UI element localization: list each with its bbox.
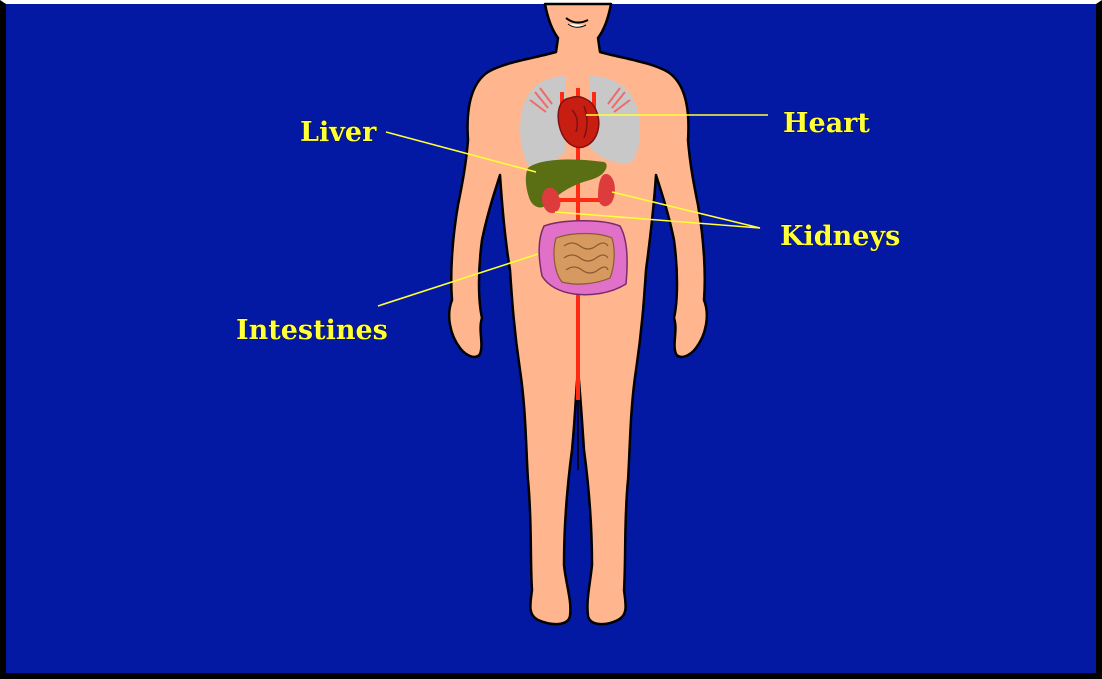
intestines-label: Intestines [236, 315, 388, 346]
intestines-organ [539, 221, 627, 295]
kidneys-label: Kidneys [780, 221, 900, 252]
liver-label: Liver [300, 117, 377, 148]
heart-label: Heart [783, 108, 870, 139]
